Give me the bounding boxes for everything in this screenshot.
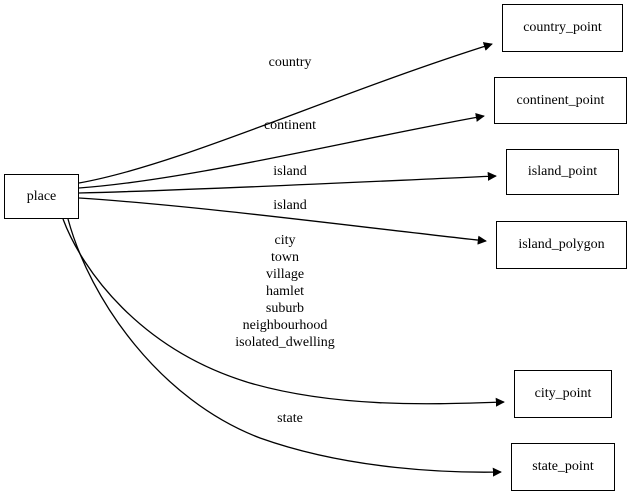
edge-place-country_point	[78, 42, 493, 184]
node-country-point-label: country_point	[523, 20, 602, 35]
node-island-point-label: island_point	[527, 164, 598, 179]
edge-label-continent: continent	[263, 118, 317, 133]
edge-label-country: country	[268, 55, 312, 70]
node-place[interactable]: place	[4, 174, 79, 219]
node-island-polygon[interactable]: island_polygon	[496, 221, 627, 269]
edge-place-state_point	[67, 218, 502, 477]
edge-place-island_polygon	[78, 197, 487, 245]
node-continent-point-label: continent_point	[516, 92, 605, 108]
node-island-polygon-label: island_polygon	[518, 237, 605, 252]
edge-label-state: state	[277, 411, 303, 426]
node-country-point[interactable]: country_point	[502, 4, 623, 52]
edge-label-city-group: city town village hamlet suburb neighbou…	[235, 233, 335, 350]
edge-place-city_point	[62, 218, 505, 407]
node-city-point[interactable]: city_point	[514, 370, 612, 418]
edge-place-island_point	[78, 171, 497, 194]
node-continent-point[interactable]: continent_point	[494, 77, 627, 124]
node-island-point[interactable]: island_point	[506, 149, 619, 195]
node-state-point[interactable]: state_point	[511, 443, 615, 491]
node-city-point-label: city_point	[534, 386, 592, 401]
edge-label-island-polygon: island	[273, 198, 307, 213]
edge-label-island-point: island	[273, 164, 307, 179]
node-place-label: place	[26, 188, 57, 204]
node-state-point-label: state_point	[532, 459, 594, 474]
edge-place-continent_point	[78, 112, 485, 189]
